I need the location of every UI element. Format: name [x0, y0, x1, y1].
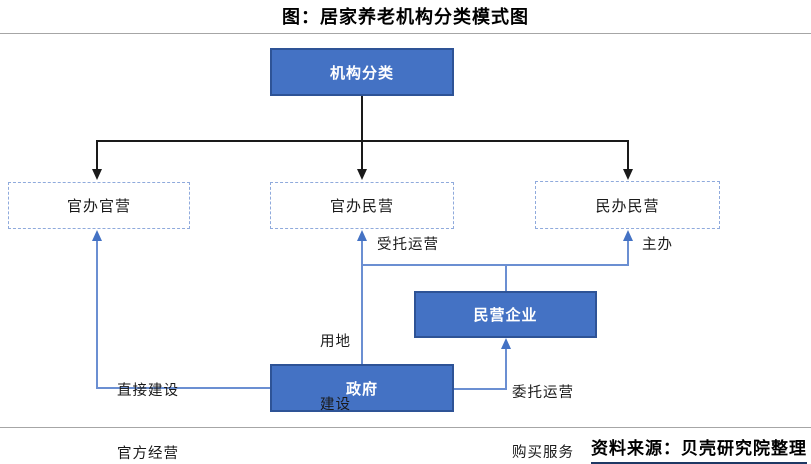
figure-title: 图：居家养老机构分类模式图: [282, 7, 529, 27]
node-label: 官办官营: [66, 198, 131, 215]
top-divider: [0, 33, 811, 34]
connector-drop-left: [96, 140, 98, 170]
node-private-enterprise: 民营企业: [414, 291, 597, 338]
connector-enterprise-stem: [505, 264, 507, 291]
node-gov-run-gov-operated: 官办官营: [8, 182, 190, 229]
arrowhead-up-private-private: [623, 230, 633, 241]
connector-government-right-run: [454, 388, 507, 390]
node-government: 政府: [270, 364, 454, 412]
edge-label-land-construction: 用地 建设: [320, 334, 351, 413]
source-note: 资料来源：贝壳研究院整理: [591, 434, 807, 464]
node-label: 机构分类: [329, 64, 394, 82]
node-label: 政府: [345, 380, 378, 398]
connector-government-to-gov-gov: [96, 241, 98, 388]
connector-enterprise-to-private-private: [627, 241, 629, 265]
connector-drop-middle: [361, 140, 363, 170]
connector-enterprise-branch: [362, 264, 629, 266]
arrowhead-up-gov-gov: [92, 230, 102, 241]
edge-label-entrusted-operation: 受托运营: [377, 237, 439, 253]
connector-government-left-run: [96, 387, 271, 389]
connector-drop-right: [627, 140, 629, 170]
connector-root-stem: [361, 96, 363, 140]
arrowhead-down-middle: [357, 169, 367, 180]
arrowhead-down-left: [92, 169, 102, 180]
node-label: 民营企业: [473, 307, 538, 324]
connector-government-to-enterprise: [505, 349, 507, 389]
node-label: 民办民营: [595, 197, 660, 215]
edge-label-direct-build: 直接建设 官方经营: [117, 383, 179, 462]
node-label: 官办民营: [329, 198, 394, 215]
edge-label-host: 主办: [642, 237, 673, 253]
node-gov-run-private-operated: 官办民营: [270, 182, 454, 229]
node-private-run-private-operated: 民办民营: [535, 181, 720, 229]
edge-label-commission-purchase: 委托运营 购买服务: [512, 385, 574, 461]
connector-government-to-gov-private: [361, 241, 363, 364]
node-institution-classification: 机构分类: [270, 48, 454, 96]
arrowhead-up-gov-private: [357, 230, 367, 241]
bottom-divider: [0, 427, 811, 428]
arrowhead-up-enterprise: [501, 338, 511, 349]
arrowhead-down-right: [623, 169, 633, 180]
